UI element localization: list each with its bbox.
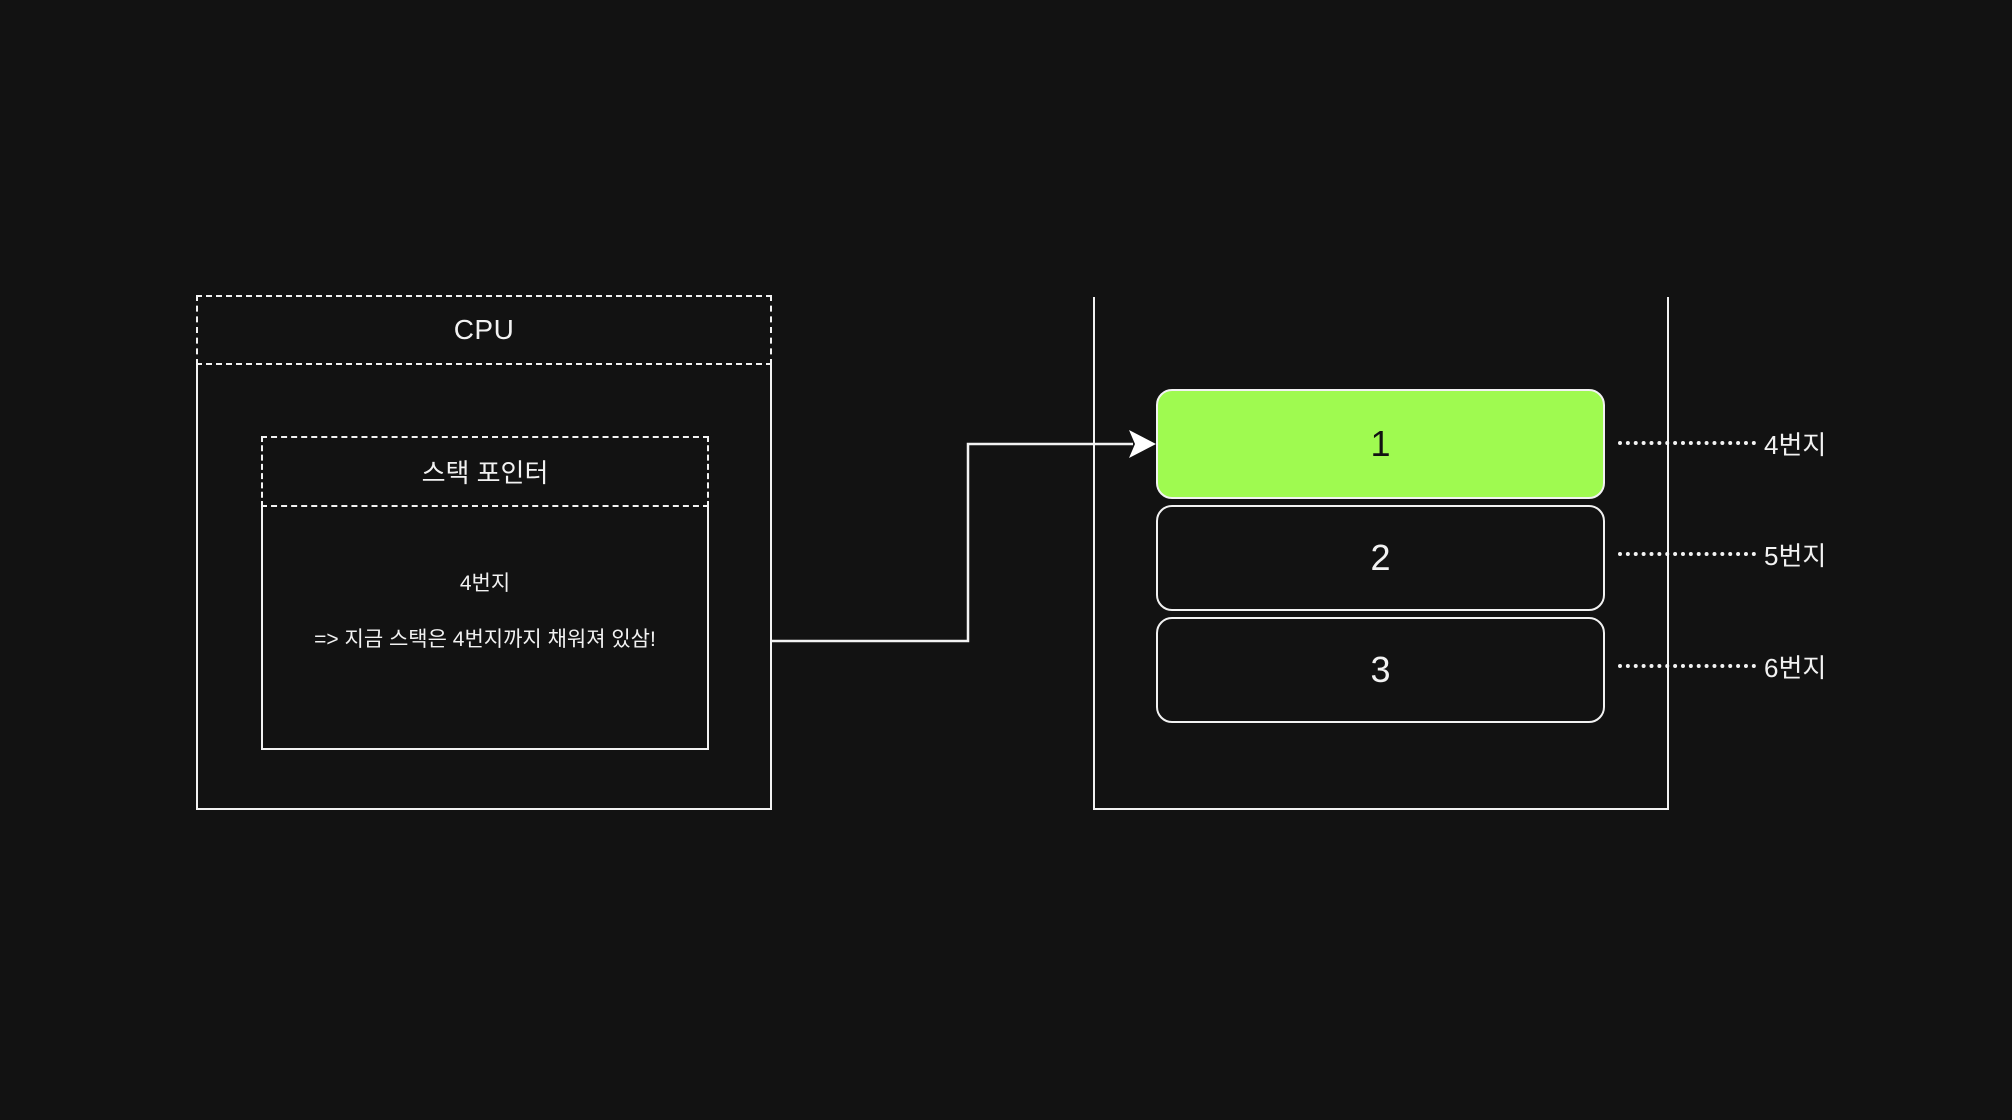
memory-cell-value: 1 — [1370, 423, 1391, 464]
memory-cell-1: 1 — [1156, 389, 1605, 499]
address-label: 4번지 — [1764, 429, 1827, 460]
cpu-body-box — [196, 365, 772, 810]
memory-cell-value: 2 — [1370, 537, 1391, 578]
stack-pointer-note: => 지금 스택은 4번지까지 채워져 있삼! — [314, 628, 656, 651]
stack-pointer-label: 스택 포인터 — [421, 458, 549, 488]
address-leader-dots — [1618, 441, 1756, 445]
memory-cell-3: 3 — [1156, 617, 1605, 723]
stack-pointer-value-box: 4번지 => 지금 스택은 4번지까지 채워져 있삼! — [261, 507, 709, 750]
memory-cell-2: 2 — [1156, 505, 1605, 611]
memory-cell-value: 3 — [1370, 649, 1391, 690]
address-label: 5번지 — [1764, 540, 1827, 571]
address-label: 6번지 — [1764, 652, 1827, 683]
address-leader-dots — [1618, 664, 1756, 668]
cpu-title: CPU — [453, 314, 515, 345]
stack-pointer-label-box: 스택 포인터 — [261, 436, 709, 507]
cpu-label-box: CPU — [196, 295, 772, 365]
address-leader-dots — [1618, 552, 1756, 556]
stack-pointer-value: 4번지 — [459, 572, 511, 595]
